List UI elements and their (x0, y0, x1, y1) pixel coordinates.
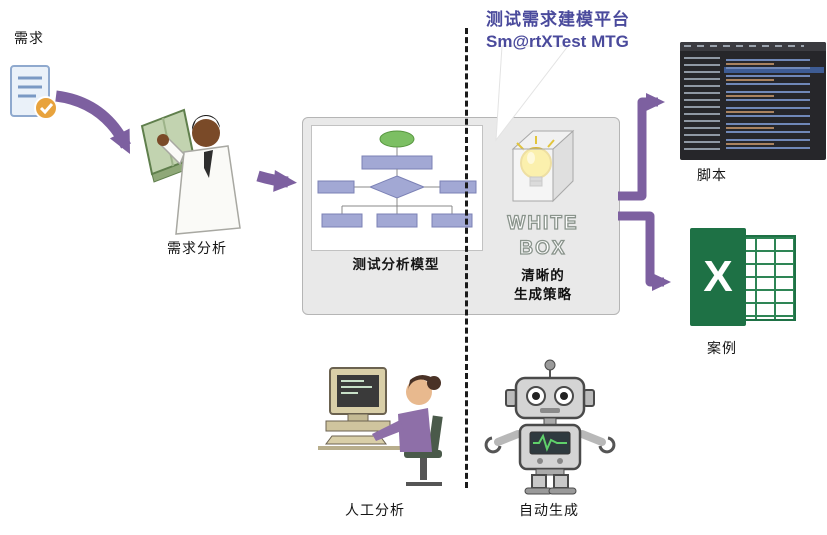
white-box-line1: WHITE (507, 212, 579, 234)
manual-analysis-label: 人工分析 (345, 502, 405, 518)
requirement-label: 需求 (14, 30, 44, 46)
strategy-line1: 清晰的 (521, 268, 565, 283)
white-box-caption: WHITE BOX (493, 211, 593, 261)
requirement-document-icon (10, 65, 58, 120)
code-titlebar (680, 42, 826, 51)
code-titlebar-text (684, 45, 804, 47)
robot-figure (484, 359, 616, 495)
lightbulb-box-icon (511, 129, 575, 203)
script-label: 脚本 (697, 167, 727, 183)
auto-generation-label: 自动生成 (519, 502, 579, 518)
excel-icon: X (690, 228, 796, 326)
strategy-caption: 清晰的 生成策略 (493, 266, 593, 304)
platform-subtitle: Sm@rtXTest MTG (486, 32, 629, 51)
white-box-line2: BOX (519, 237, 567, 259)
excel-x-letter: X (703, 252, 733, 301)
excel-green-panel: X (690, 228, 746, 326)
model-label: 测试分析模型 (352, 257, 440, 272)
divider-dashed-line (465, 28, 468, 488)
flowchart-diagram (317, 130, 477, 228)
analyst-figure (140, 108, 241, 235)
code-tree-panel (684, 57, 720, 153)
flowchart-panel (311, 125, 483, 251)
speech-bubble-tail (495, 45, 570, 142)
arrow-platform-to-script (618, 93, 665, 201)
case-label: 案例 (707, 340, 737, 356)
platform-box: 测试分析模型 WHITE BOX 清晰的 生成策略 (302, 117, 620, 315)
requirement-analysis-label: 需求分析 (167, 240, 227, 256)
strategy-line2: 生成策略 (514, 287, 572, 302)
script-screenshot (680, 42, 826, 160)
arrow-platform-to-case (618, 211, 671, 291)
platform-title: 测试需求建模平台 (486, 10, 630, 29)
platform-title-bubble: 测试需求建模平台 Sm@rtXTest MTG (486, 5, 766, 52)
code-lines-accent (726, 63, 774, 151)
arrow-analyst-to-platform (256, 169, 297, 192)
check-badge-icon (34, 96, 58, 120)
manual-analysis-figure (318, 367, 443, 486)
arrow-requirement-to-analyst (55, 90, 131, 155)
